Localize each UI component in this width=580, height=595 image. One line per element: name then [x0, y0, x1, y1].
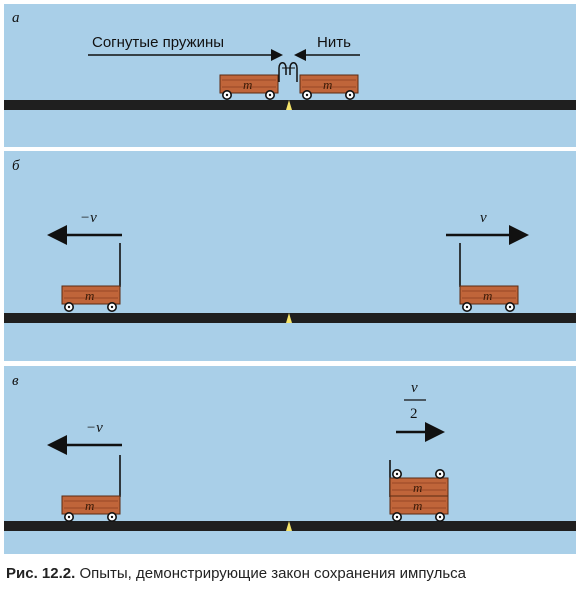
velocity-right-denominator: 2: [410, 406, 418, 422]
mass-label: m: [85, 288, 94, 303]
cart-b-right: m: [459, 285, 519, 313]
bent-springs: [278, 62, 298, 82]
velocity-right-numerator: v⃗: [411, 380, 429, 396]
mass-label: m: [323, 77, 332, 92]
velocity-left-label: −v⃗: [80, 210, 108, 226]
figure-caption-text: Опыты, демонстрирующие закон сохранения …: [79, 565, 467, 582]
cart-b-left: m: [61, 285, 121, 313]
panel-c-letter: в: [12, 373, 19, 389]
mass-label: m: [413, 480, 422, 495]
cart-c-right-top: m: [389, 468, 449, 497]
mass-label: m: [483, 288, 492, 303]
velocity-right-label: v⃗: [480, 210, 498, 226]
diagram: а Согнутые пружины Нить m m: [4, 4, 576, 554]
cart-c-left: m: [61, 495, 121, 523]
panel-b-background: [4, 151, 576, 361]
cart-a-left: m: [219, 74, 279, 100]
figure-caption: Рис. 12.2. Опыты, демонстрирующие закон …: [6, 565, 578, 582]
mass-label: m: [85, 498, 94, 513]
center-marker-c: [286, 521, 292, 531]
thread-label: Нить: [317, 34, 351, 51]
mass-label: m: [243, 77, 252, 92]
center-marker-b: [286, 313, 292, 323]
panel-c: в −v⃗ m v⃗ 2 m: [4, 366, 576, 554]
panel-a-letter: а: [12, 10, 20, 26]
cart-a-right: m: [299, 74, 359, 100]
panel-b: б −v⃗ m v⃗ m: [4, 151, 576, 361]
figure-number: Рис. 12.2.: [6, 565, 76, 582]
center-marker-a: [286, 100, 292, 110]
panel-b-letter: б: [12, 158, 20, 174]
springs-label: Согнутые пружины: [92, 34, 224, 51]
velocity-left-label: −v⃗: [86, 420, 114, 436]
mass-label: m: [413, 498, 422, 513]
panel-a: а Согнутые пружины Нить m m: [4, 4, 576, 147]
panel-a-background: [4, 4, 576, 147]
cart-c-right-bottom: m: [389, 495, 449, 523]
